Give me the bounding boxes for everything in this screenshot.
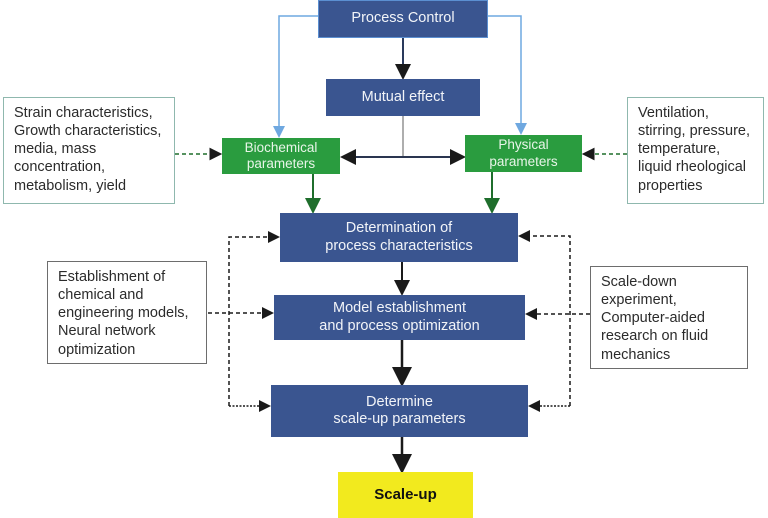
scaledown-details-note: Scale-down experiment, Computer-aided re… [590, 266, 748, 369]
scaledown-feedback-right [518, 230, 571, 406]
process-control-label: Process Control [351, 10, 455, 27]
physical-parameters-label: Physical parameters [489, 137, 558, 169]
biochemical-parameters-label: Biochemical parameters [244, 139, 318, 171]
scaleup-params-label: Determine scale-up parameters [333, 393, 466, 427]
control-to-physical-arrow [488, 15, 527, 135]
process-control-node: Process Control [318, 0, 488, 38]
scaleup-node: Scale-up [338, 472, 473, 518]
modeling-feedback-left [228, 231, 280, 406]
scaleup-label: Scale-up [374, 486, 437, 503]
biochemical-parameters-node: Biochemical parameters [222, 138, 340, 174]
determination-node: Determination of process characteristics [280, 213, 518, 262]
mutual-effect-label: Mutual effect [361, 88, 445, 105]
model-node: Model establishment and process optimiza… [274, 295, 525, 340]
determination-label: Determination of process characteristics [325, 220, 473, 254]
physical-details-note: Ventilation, stirring, pressure, tempera… [627, 97, 764, 204]
biochemical-details-note: Strain characteristics, Growth character… [3, 97, 175, 204]
control-to-biochemical-arrow [273, 15, 318, 138]
mutual-effect-node: Mutual effect [326, 79, 480, 116]
modeling-details-note: Establishment of chemical and engineerin… [47, 261, 207, 364]
scaleup-params-node: Determine scale-up parameters [271, 385, 528, 437]
model-label: Model establishment and process optimiza… [319, 300, 480, 334]
physical-parameters-node: Physical parameters [465, 135, 582, 172]
